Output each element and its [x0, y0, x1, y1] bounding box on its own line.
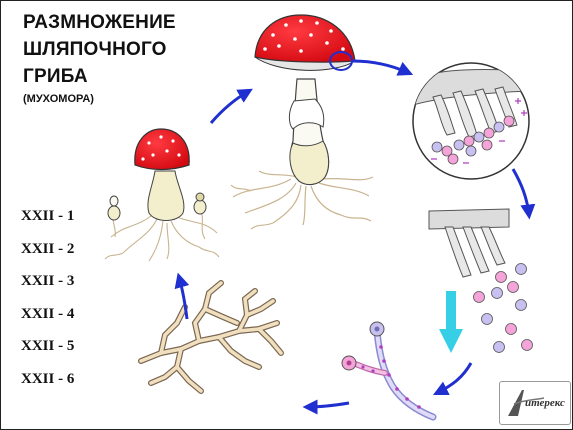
- mycelium-network: [138, 280, 284, 394]
- spore-release-closeup: [428, 208, 533, 353]
- gill-spores: [431, 115, 515, 165]
- young-stem: [147, 170, 185, 221]
- code-item-2: XXII - 2: [21, 240, 75, 257]
- arrow-young-to-mature: [209, 88, 253, 124]
- mature-cap: [254, 14, 356, 63]
- released-spores: [473, 263, 533, 353]
- mature-mushroom: [230, 14, 374, 230]
- mature-cap-spots: [263, 19, 345, 53]
- mushroom-buttons: [107, 192, 207, 221]
- germinating-hypha: [341, 321, 437, 421]
- mature-mycelium-roots: [230, 170, 374, 230]
- title-line-2: ШЛЯПОЧНОГО: [23, 39, 167, 60]
- mature-volva: [289, 140, 330, 185]
- basidia-group: [432, 86, 518, 138]
- publisher-logo-text: итерекс: [525, 397, 565, 409]
- mature-ring: [288, 98, 325, 130]
- title-line-3: ГРИБА: [23, 66, 88, 87]
- young-cap-spots: [141, 135, 181, 161]
- title-line-1: РАЗМНОЖЕНИЕ: [23, 12, 176, 33]
- gill-magnify-marker: [329, 51, 353, 71]
- gill-plus-minus-marks: [431, 98, 527, 164]
- code-list: XXII - 1 XXII - 2 XXII - 3 XXII - 4 XXII…: [21, 206, 74, 401]
- diagram-title: РАЗМНОЖЕНИЕ ШЛЯПОЧНОГО ГРИБА: [23, 9, 176, 90]
- arrow-hypha-to-mycelium: [302, 399, 350, 415]
- arrow-gill-to-release: [511, 168, 536, 220]
- arrow-mature-to-gill: [352, 59, 414, 76]
- code-item-6: XXII - 6: [21, 370, 75, 387]
- publisher-logo-mark: [508, 390, 545, 416]
- code-item-5: XXII - 5: [21, 338, 75, 354]
- magnified-gill: [412, 62, 530, 180]
- spore-fall-arrow: [439, 291, 463, 353]
- code-item-4: XXII - 4: [21, 305, 75, 322]
- arrow-spores-to-hypha: [432, 362, 473, 396]
- young-cap: [134, 128, 190, 171]
- code-item-1: XXII - 1: [21, 208, 75, 224]
- young-mushroom: [104, 128, 220, 262]
- publisher-logo: [499, 381, 571, 425]
- arrow-mycelium-to-young: [174, 272, 190, 320]
- diagram-subtitle: (МУХОМОРА): [23, 93, 94, 105]
- cycle-arrows: [174, 59, 536, 415]
- code-item-3: XXII - 3: [21, 273, 75, 289]
